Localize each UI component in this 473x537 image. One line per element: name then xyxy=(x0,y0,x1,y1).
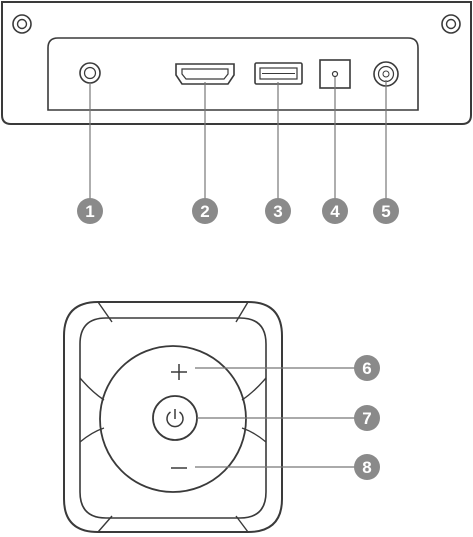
rear-callouts: 1 2 3 4 5 xyxy=(77,198,399,224)
callout-8-label: 8 xyxy=(362,458,371,477)
callout-6: 6 xyxy=(354,355,380,381)
callout-3: 3 xyxy=(265,198,291,224)
panel-inner-recess xyxy=(47,37,419,111)
callout-7-label: 7 xyxy=(362,409,371,428)
pad-callouts: 6 7 8 xyxy=(354,355,380,480)
rear-leader-lines xyxy=(89,77,387,199)
hdmi-port xyxy=(175,63,235,85)
callout-1: 1 xyxy=(77,198,103,224)
control-pad xyxy=(63,301,283,533)
pad-leader-lines xyxy=(195,367,355,468)
pad-outer-frame xyxy=(63,301,283,533)
callout-5-label: 5 xyxy=(381,202,390,221)
callout-6-label: 6 xyxy=(362,359,371,378)
plus-icon xyxy=(171,364,187,380)
volume-ring xyxy=(99,345,247,493)
right-screw xyxy=(441,14,461,34)
callout-2: 2 xyxy=(192,198,218,224)
rear-panel xyxy=(1,1,472,125)
callout-7: 7 xyxy=(354,405,380,431)
pad-corner-facets xyxy=(97,301,249,533)
callout-2-label: 2 xyxy=(200,202,209,221)
callout-3-label: 3 xyxy=(273,202,282,221)
power-icon xyxy=(166,409,184,428)
pad-inner-frame xyxy=(79,317,267,519)
audio-jack-port xyxy=(79,62,101,84)
callout-4-label: 4 xyxy=(330,202,340,221)
panel-outer-body xyxy=(1,1,472,125)
callout-8: 8 xyxy=(354,454,380,480)
usb-port xyxy=(254,62,303,85)
callout-5: 5 xyxy=(373,198,399,224)
left-screw xyxy=(12,14,32,34)
callout-4: 4 xyxy=(322,198,348,224)
callout-1-label: 1 xyxy=(85,202,94,221)
